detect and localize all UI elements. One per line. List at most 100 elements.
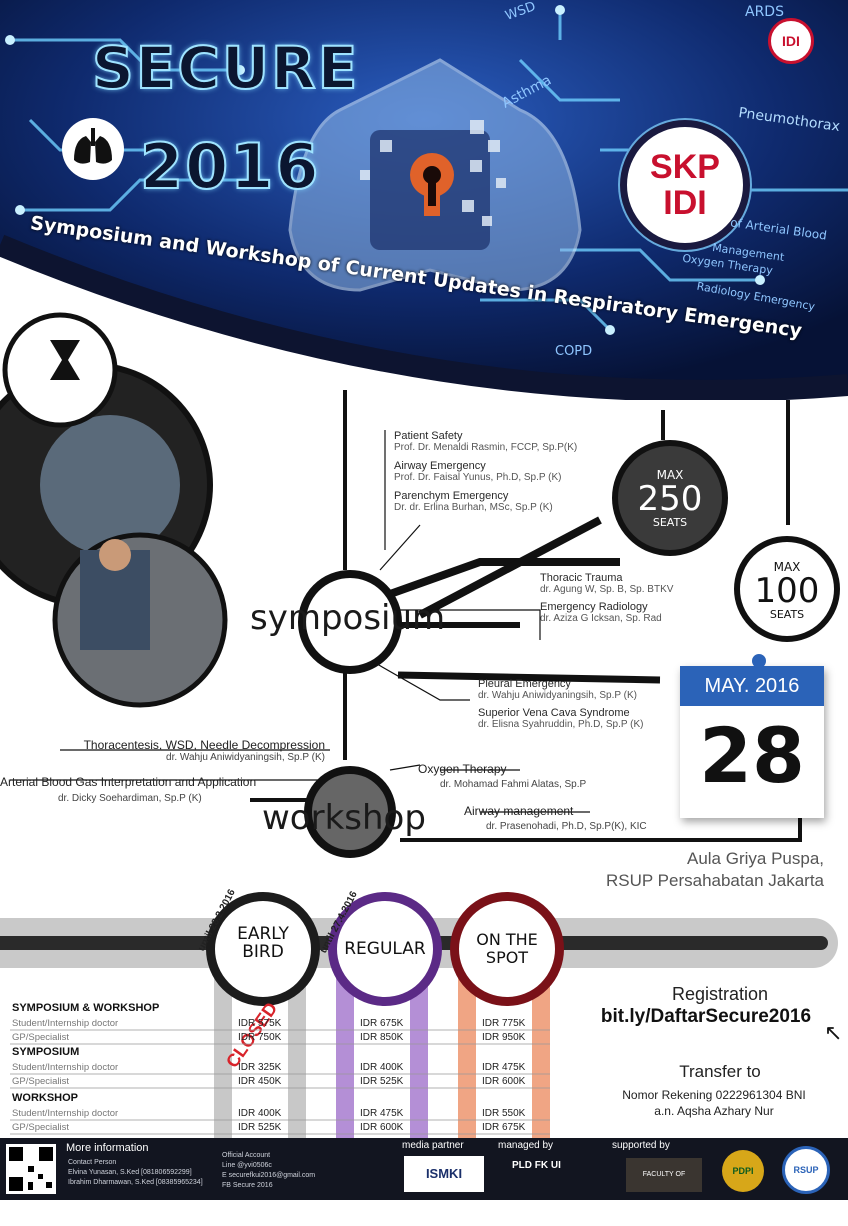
skp-line1: SKP (650, 148, 720, 186)
contact-person-label: Contact Person (68, 1159, 117, 1166)
calendar-month: MAY. 2016 (680, 666, 824, 706)
registration-label: Registration (671, 984, 769, 1004)
workshop-left: Thoracentesis, WSD, Needle Decompression… (20, 738, 325, 771)
price: IDR 850K (360, 1032, 404, 1043)
symposium-group-2: Thoracic Trauma dr. Agung W, Sp. B, Sp. … (540, 572, 740, 624)
pdpi-logo: PDPI (722, 1150, 764, 1192)
session-title: Parenchym Emergency (394, 490, 509, 502)
session-title: Thoracic Trauma (540, 572, 623, 584)
price: IDR 450K (238, 1076, 282, 1087)
session-title: Emergency Radiology (540, 601, 648, 613)
circuit-background (0, 0, 848, 400)
session-speaker: dr. Aziza G Icksan, Sp. Rad (540, 613, 662, 624)
price: IDR 325K (238, 1062, 282, 1073)
price: IDR 675K (360, 1018, 404, 1029)
bank-account: Nomor Rekening 0222961304 BNI (622, 1088, 806, 1102)
price: IDR 550K (482, 1108, 526, 1119)
official-account-label: Official Account (222, 1152, 271, 1159)
price: IDR 475K (360, 1108, 404, 1119)
workshop-title: Airway management (464, 804, 574, 818)
symposium-group-3: Pleural Emergency dr. Wahju Aniwidyaning… (478, 678, 678, 730)
tier-on-the-spot: ON THE SPOT (450, 892, 564, 1006)
tier-label: EARLY BIRD (237, 924, 289, 962)
session-speaker: Prof. Dr. Faisal Yunus, Ph.D, Sp.P (K) (394, 472, 562, 483)
symposium-group-1: Patient Safety Prof. Dr. Menaldi Rasmin,… (394, 430, 594, 513)
price: IDR 775K (482, 1018, 526, 1029)
symposium-label: symposium (250, 598, 446, 638)
session-title: Airway Emergency (394, 460, 486, 472)
more-info-label: More information (66, 1142, 149, 1154)
seats-count: 100 (754, 571, 820, 611)
qr-code-icon (6, 1144, 56, 1194)
session-speaker: dr. Agung W, Sp. B, Sp. BTKV (540, 584, 674, 595)
price: IDR 525K (360, 1076, 404, 1087)
price: IDR 400K (360, 1062, 404, 1073)
section-symposium-workshop: SYMPOSIUM & WORKSHOP (12, 1002, 160, 1014)
cursor-icon: ↖ (824, 1020, 843, 1045)
session-speaker: Prof. Dr. Menaldi Rasmin, FCCP, Sp.P(K) (394, 442, 578, 453)
ismki-logo: ISMKI (404, 1156, 484, 1192)
price: IDR 575K (238, 1018, 282, 1029)
workshop-speaker: dr. Mohamad Fahmi Alatas, Sp.P (440, 779, 587, 790)
rsup-logo: RSUP (782, 1146, 830, 1194)
contact-1: Elvina Yunasan, S.Ked [081806592299] (68, 1169, 192, 1176)
topic-copd: COPD (555, 344, 593, 359)
workshop-title: Thoracentesis, WSD, Needle Decompression (83, 738, 325, 752)
session-title: Patient Safety (394, 430, 463, 442)
price: IDR 950K (482, 1032, 526, 1043)
row-category: GP/Specialist (12, 1122, 70, 1133)
workshop-right-1: Oxygen Therapy dr. Mohamad Fahmi Alatas,… (418, 762, 586, 790)
workshop-speaker: dr. Wahju Aniwidyaningsih, Sp.P (K) (166, 752, 325, 763)
contact-2: Ibrahim Dharmawan, S.Ked [08385965234] (68, 1179, 203, 1186)
account-name: a.n. Aqsha Azhary Nur (654, 1104, 774, 1118)
price: IDR 525K (238, 1122, 282, 1133)
faculty-logo: FACULTY OF MEDICINE (626, 1158, 702, 1212)
tier-regular: REGULAR (328, 892, 442, 1006)
table-rule-lines (10, 1029, 550, 1135)
row-category: Student/Internship doctor (12, 1018, 119, 1029)
transfer-label: Transfer to (679, 1062, 761, 1081)
workshop-speaker: dr. Dicky Soehardiman, Sp.P (K) (58, 793, 202, 804)
row-category: Student/Internship doctor (12, 1108, 119, 1119)
tier-bars (214, 960, 550, 1138)
price: IDR 675K (482, 1122, 526, 1133)
section-symposium: SYMPOSIUM (12, 1046, 80, 1058)
email-account: E securefkui2016@gmail.com (222, 1172, 316, 1179)
session-speaker: Dr. dr. Erlina Burhan, MSc, Sp.P (K) (394, 502, 553, 513)
price: IDR 750K (238, 1032, 282, 1043)
registration-link[interactable]: bit.ly/DaftarSecure2016 (600, 1006, 812, 1027)
venue: Aula Griya Puspa, RSUP Persahabatan Jaka… (560, 848, 824, 892)
workshop-left-2: Arterial Blood Gas Interpretation and Ap… (0, 775, 300, 804)
workshop-title: Oxygen Therapy (418, 762, 507, 776)
calendar-card: MAY. 2016 28 (680, 666, 824, 818)
price: IDR 400K (238, 1108, 282, 1119)
seats-workshop: MAX 100 SEATS (734, 536, 840, 642)
seats-unit: SEATS (769, 608, 805, 621)
managed-by-label: managed by (498, 1140, 554, 1151)
title-line2: 2016 (139, 129, 321, 204)
workshop-right-2: Airway management dr. Prasenohadi, Ph.D,… (464, 804, 647, 832)
idi-badge-icon: IDI (768, 18, 814, 64)
workshop-label: workshop (262, 798, 426, 838)
price: IDR 600K (360, 1122, 404, 1133)
footer: More information Contact Person Elvina Y… (0, 1138, 848, 1212)
price: IDR 475K (482, 1062, 526, 1073)
tier-early-bird: EARLY BIRD (206, 892, 320, 1006)
pld-logo: PLD FK UI (512, 1160, 561, 1171)
tier-label: REGULAR (344, 939, 426, 959)
session-speaker: dr. Wahju Aniwidyaningsih, Sp.P (K) (478, 690, 637, 701)
seats-max: MAX (656, 468, 684, 482)
row-category: GP/Specialist (12, 1076, 70, 1087)
venue-line1: Aula Griya Puspa, (686, 849, 824, 868)
session-title: Superior Vena Cava Syndrome (478, 707, 630, 719)
section-workshop: WORKSHOP (12, 1092, 78, 1104)
hero-banner: SECURE 2016 IDI SKP IDI Symposium and Wo… (0, 0, 848, 400)
skp-line2: IDI (663, 184, 707, 222)
venue-line2: RSUP Persahabatan Jakarta (606, 871, 824, 890)
skp-idi-badge: SKP IDI (620, 120, 750, 250)
tier-label: ON THE SPOT (476, 930, 538, 967)
price: IDR 600K (482, 1076, 526, 1087)
seats-unit: SEATS (652, 516, 688, 529)
lung-icon (62, 118, 124, 180)
row-category: GP/Specialist (12, 1032, 70, 1043)
